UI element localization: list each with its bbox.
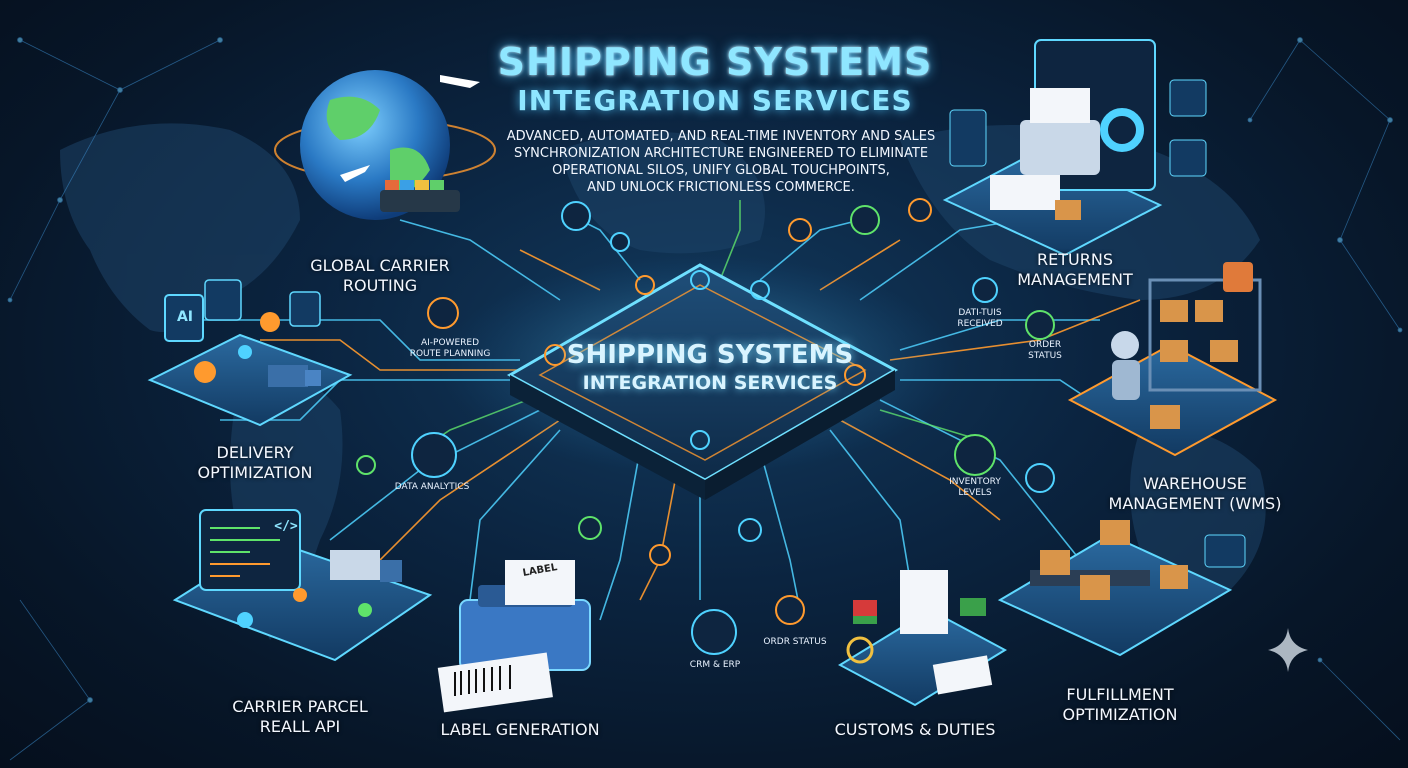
- node-carrier-parcel-api: CARRIER PARCEL REALL API: [232, 697, 368, 736]
- delivery-platform: [147, 279, 353, 427]
- hub-label-line-1: SHIPPING SYSTEMS: [566, 340, 854, 370]
- description-text: ADVANCED, AUTOMATED, AND REAL-TIME INVEN…: [506, 129, 936, 195]
- network-web: [7, 37, 1403, 761]
- title-line-1: SHIPPING SYSTEMS: [497, 40, 933, 84]
- node-returns-management: RETURNS MANAGEMENT: [1017, 250, 1133, 289]
- label-order-status: ORDER STATUS: [1028, 340, 1062, 361]
- carrier-parcel-platform: [172, 509, 433, 662]
- node-customs-duties: CUSTOMS & DUTIES: [834, 720, 996, 739]
- hub-label: SHIPPING SYSTEMS INTEGRATION SERVICES: [540, 340, 880, 396]
- node-label-generation: LABEL GENERATION: [440, 720, 600, 739]
- central-hub: [440, 255, 960, 500]
- globe-illustration: [274, 70, 496, 220]
- label-crm-erp: CRM & ERP: [689, 660, 741, 670]
- node-warehouse-management: WAREHOUSE MANAGEMENT (WMS): [1108, 474, 1282, 513]
- label-printer: [437, 560, 591, 713]
- label-data-analytics: DATA ANALYTICS: [394, 482, 470, 492]
- label-ordr-status: ORDR STATUS: [763, 637, 827, 647]
- label-ai-route-planning: AI-POWERED ROUTE PLANNING: [409, 338, 491, 359]
- label-inventory-levels: INVENTORY LEVELS: [949, 477, 1001, 498]
- ai-badge: AI: [176, 309, 194, 325]
- label-data-received: DATI-TUIS RECEIVED: [957, 308, 1003, 329]
- sparkle-icon: [1268, 628, 1308, 672]
- node-delivery-optimization: DELIVERY OPTIMIZATION: [197, 443, 313, 482]
- node-fulfillment-optimization: FULFILLMENT OPTIMIZATION: [1062, 685, 1178, 724]
- code-badge: </>: [274, 519, 298, 534]
- title-line-2: INTEGRATION SERVICES: [517, 84, 913, 117]
- customs-platform: [837, 570, 1008, 707]
- returns-platform: [942, 39, 1207, 257]
- fulfillment-platform: [997, 520, 1246, 657]
- node-global-carrier-routing: GLOBAL CARRIER ROUTING: [310, 256, 450, 295]
- feature-bubbles: [356, 198, 1055, 655]
- page-title: SHIPPING SYSTEMS INTEGRATION SERVICES: [490, 40, 940, 118]
- hub-label-line-2: INTEGRATION SERVICES: [582, 372, 838, 394]
- warehouse-platform: [1067, 262, 1278, 457]
